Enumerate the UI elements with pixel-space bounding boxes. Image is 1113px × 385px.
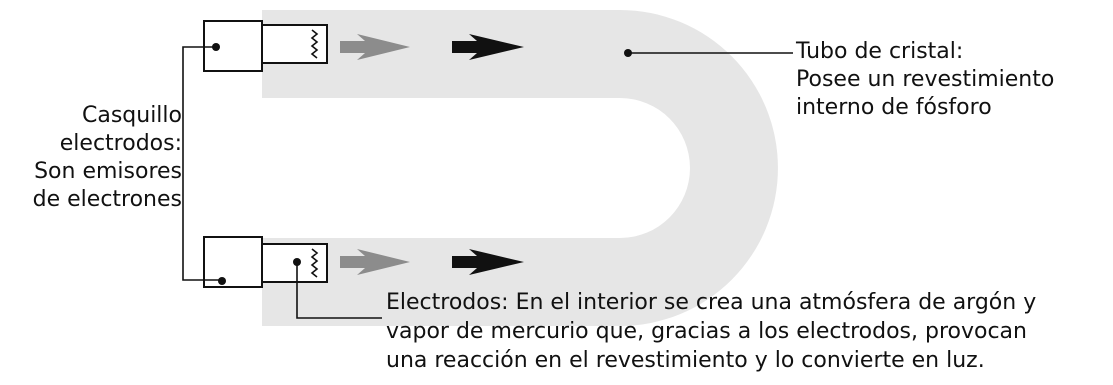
cap-leader-bracket [182, 46, 222, 281]
tube-label: Tubo de cristal: Posee un revestimiento … [796, 38, 1054, 122]
electrode-leader-line [296, 262, 382, 319]
electrode-label-line: una reacción en el revestimiento y lo co… [386, 348, 985, 373]
bottom-electrode-coil [310, 248, 319, 278]
electrode-label: Electrodos: En el interior se crea una a… [386, 288, 1036, 375]
tube-label-line: Posee un revestimiento [796, 67, 1055, 92]
cap-label: Casquillo electrodos: Son emisores de el… [0, 102, 182, 214]
bottom-light-arrow [340, 249, 410, 275]
cap-label-line: de electrones [32, 187, 182, 212]
top-light-arrow [340, 34, 410, 60]
top-electrode-coil [310, 29, 319, 59]
tube-label-line: interno de fósforo [796, 95, 992, 120]
cap-label-line: Casquillo [81, 103, 182, 128]
glass-tube [262, 10, 778, 326]
cap-label-line: electrodos: [59, 131, 182, 156]
top-dark-arrow [452, 34, 524, 60]
bottom-cap-dot [218, 277, 226, 285]
cap-label-line: Son emisores [34, 159, 182, 184]
tube-label-line: Tubo de cristal: [796, 39, 964, 64]
bottom-cap [203, 236, 263, 288]
electrode-label-line: vapor de mercurio que, gracias a los ele… [386, 319, 1027, 344]
electrode-label-line: Electrodos: En el interior se crea una a… [386, 290, 1037, 315]
bottom-dark-arrow [452, 249, 524, 275]
